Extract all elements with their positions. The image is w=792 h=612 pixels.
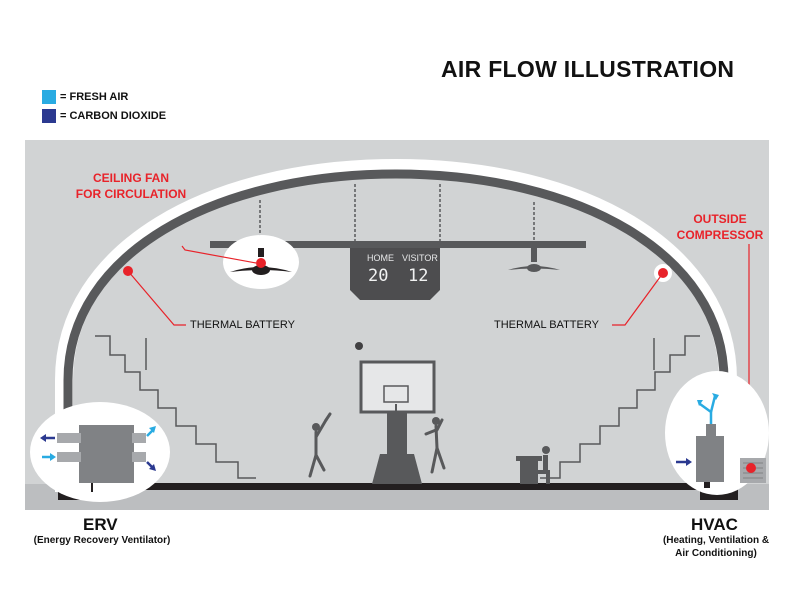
callout-thermal-battery-left: THERMAL BATTERY — [190, 319, 295, 331]
erv-label: ERV — [83, 515, 118, 534]
arch-structure — [63, 169, 729, 492]
hvac-label: HVAC — [691, 515, 738, 534]
seated-person-icon — [516, 446, 550, 484]
callout-ceiling-fan: CEILING FAN FOR CIRCULATION — [66, 170, 196, 202]
callout-thermal-battery-right: THERMAL BATTERY — [494, 319, 599, 331]
hvac-sublabel: (Heating, Ventilation & Air Conditioning… — [652, 534, 780, 560]
carbon-dioxide-arrow-icon — [146, 461, 156, 471]
bleachers-right — [540, 335, 700, 479]
ceiling-fan-icon — [508, 248, 560, 272]
callout-line-2: COMPRESSOR — [676, 228, 764, 242]
legend-label: = FRESH AIR — [60, 91, 129, 103]
erv-sublabel: (Energy Recovery Ventilator) — [33, 535, 171, 546]
legend-label: = CARBON DIOXIDE — [60, 110, 167, 122]
callout-line-2: FOR CIRCULATION — [75, 187, 187, 201]
ball-icon — [355, 342, 363, 350]
floor — [58, 483, 736, 490]
scoreboard-visitor-label: VISITOR — [402, 253, 438, 263]
compressor-marker — [746, 463, 756, 473]
scoreboard-home-label: HOME — [367, 253, 394, 263]
callout-line-thermal-right — [612, 272, 664, 326]
player-icon — [424, 417, 446, 474]
fresh-air-swatch — [42, 90, 56, 104]
player-icon — [308, 412, 332, 478]
arch-outer — [55, 158, 737, 492]
hvac-sublabel-line-1: (Heating, Ventilation & — [662, 535, 770, 546]
legend-item-fresh-air: = FRESH AIR — [42, 90, 128, 104]
carbon-dioxide-arrow-icon — [676, 458, 692, 466]
fan-marker — [256, 258, 266, 268]
fresh-air-arrow-icon — [699, 395, 717, 424]
fresh-air-arrow-icon — [42, 453, 56, 461]
hvac-sublabel-line-2: Air Conditioning) — [675, 548, 757, 559]
callout-line-thermal-left — [127, 270, 186, 326]
erv-unit — [57, 425, 146, 492]
callout-outside-compressor: OUTSIDE COMPRESSOR — [672, 211, 768, 243]
scoreboard — [350, 248, 440, 300]
callout-line-fan — [181, 245, 257, 264]
scoreboard-home-score: 20 — [368, 266, 388, 286]
ceiling-fan-icon — [230, 248, 292, 275]
callout-line-1: CEILING FAN — [92, 171, 169, 185]
carbon-dioxide-arrow-icon — [40, 434, 55, 442]
carbon-dioxide-swatch — [42, 109, 56, 123]
page-title: AIR FLOW ILLUSTRATION — [441, 56, 735, 82]
callout-line-1: OUTSIDE — [693, 212, 747, 226]
legend-item-carbon-dioxide: = CARBON DIOXIDE — [42, 109, 166, 123]
bleachers-left — [95, 335, 256, 479]
hvac-unit — [696, 424, 724, 488]
ceiling-truss — [210, 241, 586, 248]
scoreboard-visitor-score: 12 — [408, 266, 428, 286]
fresh-air-arrow-icon — [146, 426, 156, 437]
basketball-hoop-icon — [359, 360, 436, 484]
